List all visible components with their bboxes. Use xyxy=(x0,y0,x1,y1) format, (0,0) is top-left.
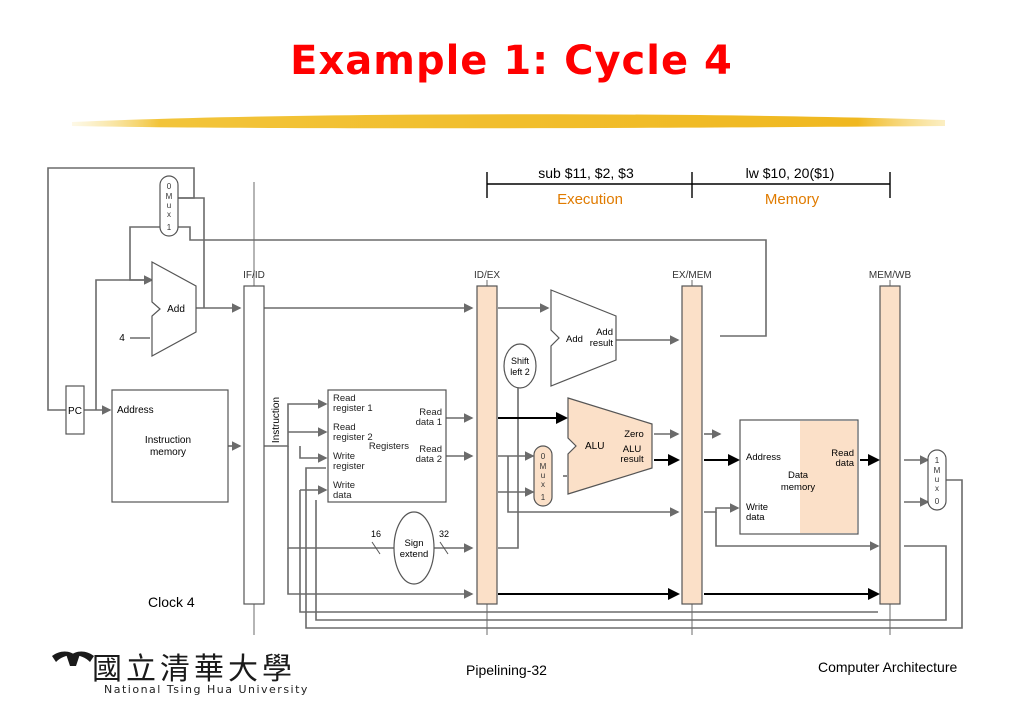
branch-adder xyxy=(550,289,617,387)
university-logo-icon xyxy=(52,651,94,666)
idex-label: ID/EX xyxy=(474,270,500,281)
title-underline xyxy=(72,114,945,129)
imem-label-2: memory xyxy=(150,447,186,458)
memwb-register xyxy=(879,285,901,605)
rf-write-data-a: Write xyxy=(333,480,355,491)
slide-title: Example 1: Cycle 4 xyxy=(290,38,733,84)
instruction-memory xyxy=(111,389,229,503)
mux-alu-0: 0 xyxy=(541,452,546,461)
university-name-zh: 國立清華大學 xyxy=(92,652,296,687)
clock-label: Clock 4 xyxy=(148,594,195,610)
mux-top-m: M xyxy=(166,192,173,201)
university-name-en: National Tsing Hua University xyxy=(104,683,309,696)
mux-alu-m: M xyxy=(540,462,547,471)
mux-alu-u: u xyxy=(541,471,545,480)
rf-read-data2-a: Read xyxy=(419,444,442,455)
rf-write-reg-b: register xyxy=(333,461,365,472)
rf-read-data1-b: data 1 xyxy=(416,417,442,428)
dmem-write-b: data xyxy=(746,512,765,523)
alu-label: ALU xyxy=(585,441,604,452)
dmem-label-b: memory xyxy=(781,482,816,493)
pc-label: PC xyxy=(68,406,82,417)
mux-wb-x: x xyxy=(935,484,939,493)
ifid-label: IF/ID xyxy=(243,270,265,281)
pc-adder-label: Add xyxy=(167,304,185,315)
dmem-write-a: Write xyxy=(746,502,768,513)
ex-stage-label: Execution xyxy=(557,191,623,208)
mux-top-1: 1 xyxy=(167,223,172,232)
dmem-label-a: Data xyxy=(788,470,809,481)
ex-instruction: sub $11, $2, $3 xyxy=(538,165,634,181)
exmem-register xyxy=(681,285,703,605)
exmem-label: EX/MEM xyxy=(672,270,711,281)
const-four: 4 xyxy=(119,333,125,344)
pc-box xyxy=(65,385,85,435)
mux-wb-u: u xyxy=(935,475,939,484)
alu xyxy=(567,397,653,495)
instruction-label: Instruction xyxy=(271,397,282,443)
mem-stage-label: Memory xyxy=(765,191,820,208)
bits-32: 32 xyxy=(439,529,449,539)
pc-adder xyxy=(151,260,197,358)
rf-read-reg1-a: Read xyxy=(333,393,356,404)
shift-left-2 xyxy=(503,343,537,389)
rf-read-reg2-b: register 2 xyxy=(333,432,373,443)
mux-wb xyxy=(927,449,947,511)
alu-result-a: ALU xyxy=(623,444,642,455)
memwb-label: MEM/WB xyxy=(869,270,912,281)
rf-read-data2-b: data 2 xyxy=(416,454,442,465)
idex-register xyxy=(476,285,498,605)
branch-adder-result-a: Add xyxy=(596,327,613,338)
course-name: Computer Architecture xyxy=(818,659,958,675)
mux-alu-x: x xyxy=(541,480,545,489)
dmem-read-a: Read xyxy=(831,448,854,459)
mux-wb-0: 0 xyxy=(935,497,940,506)
mem-instruction: lw $10, 20($1) xyxy=(746,165,835,181)
shift-a: Shift xyxy=(511,356,530,366)
rf-read-reg1-b: register 1 xyxy=(333,403,373,414)
alu-result-b: result xyxy=(620,454,644,465)
page-number: Pipelining-32 xyxy=(466,662,547,678)
sign-extend xyxy=(393,511,435,585)
dmem-read-b: data xyxy=(836,458,855,469)
rf-name: Registers xyxy=(369,441,409,452)
register-file xyxy=(327,389,447,503)
ifid-register xyxy=(243,285,265,605)
mux-wb-m: M xyxy=(934,466,941,475)
data-memory-read-highlight xyxy=(800,421,857,533)
rf-read-reg2-a: Read xyxy=(333,422,356,433)
mux-top xyxy=(159,175,179,237)
imem-label-1: Instruction xyxy=(145,435,191,446)
rf-read-data1-a: Read xyxy=(419,407,442,418)
mux-top-u: u xyxy=(167,201,171,210)
dmem-address: Address xyxy=(746,452,781,463)
alu-zero: Zero xyxy=(624,429,644,440)
bits-16: 16 xyxy=(371,529,381,539)
shift-b: left 2 xyxy=(510,367,530,377)
imem-address: Address xyxy=(117,405,154,416)
rf-write-data-b: data xyxy=(333,490,352,501)
rf-write-reg-a: Write xyxy=(333,451,355,462)
mux-wb-1: 1 xyxy=(935,456,940,465)
sign-extend-a: Sign xyxy=(404,538,423,549)
mux-top-0: 0 xyxy=(167,182,172,191)
sign-extend-b: extend xyxy=(400,549,429,560)
mux-alu-1: 1 xyxy=(541,493,546,502)
branch-adder-label: Add xyxy=(566,334,583,345)
mux-alu xyxy=(533,445,553,507)
mux-top-x: x xyxy=(167,210,171,219)
branch-adder-result-b: result xyxy=(590,338,614,349)
